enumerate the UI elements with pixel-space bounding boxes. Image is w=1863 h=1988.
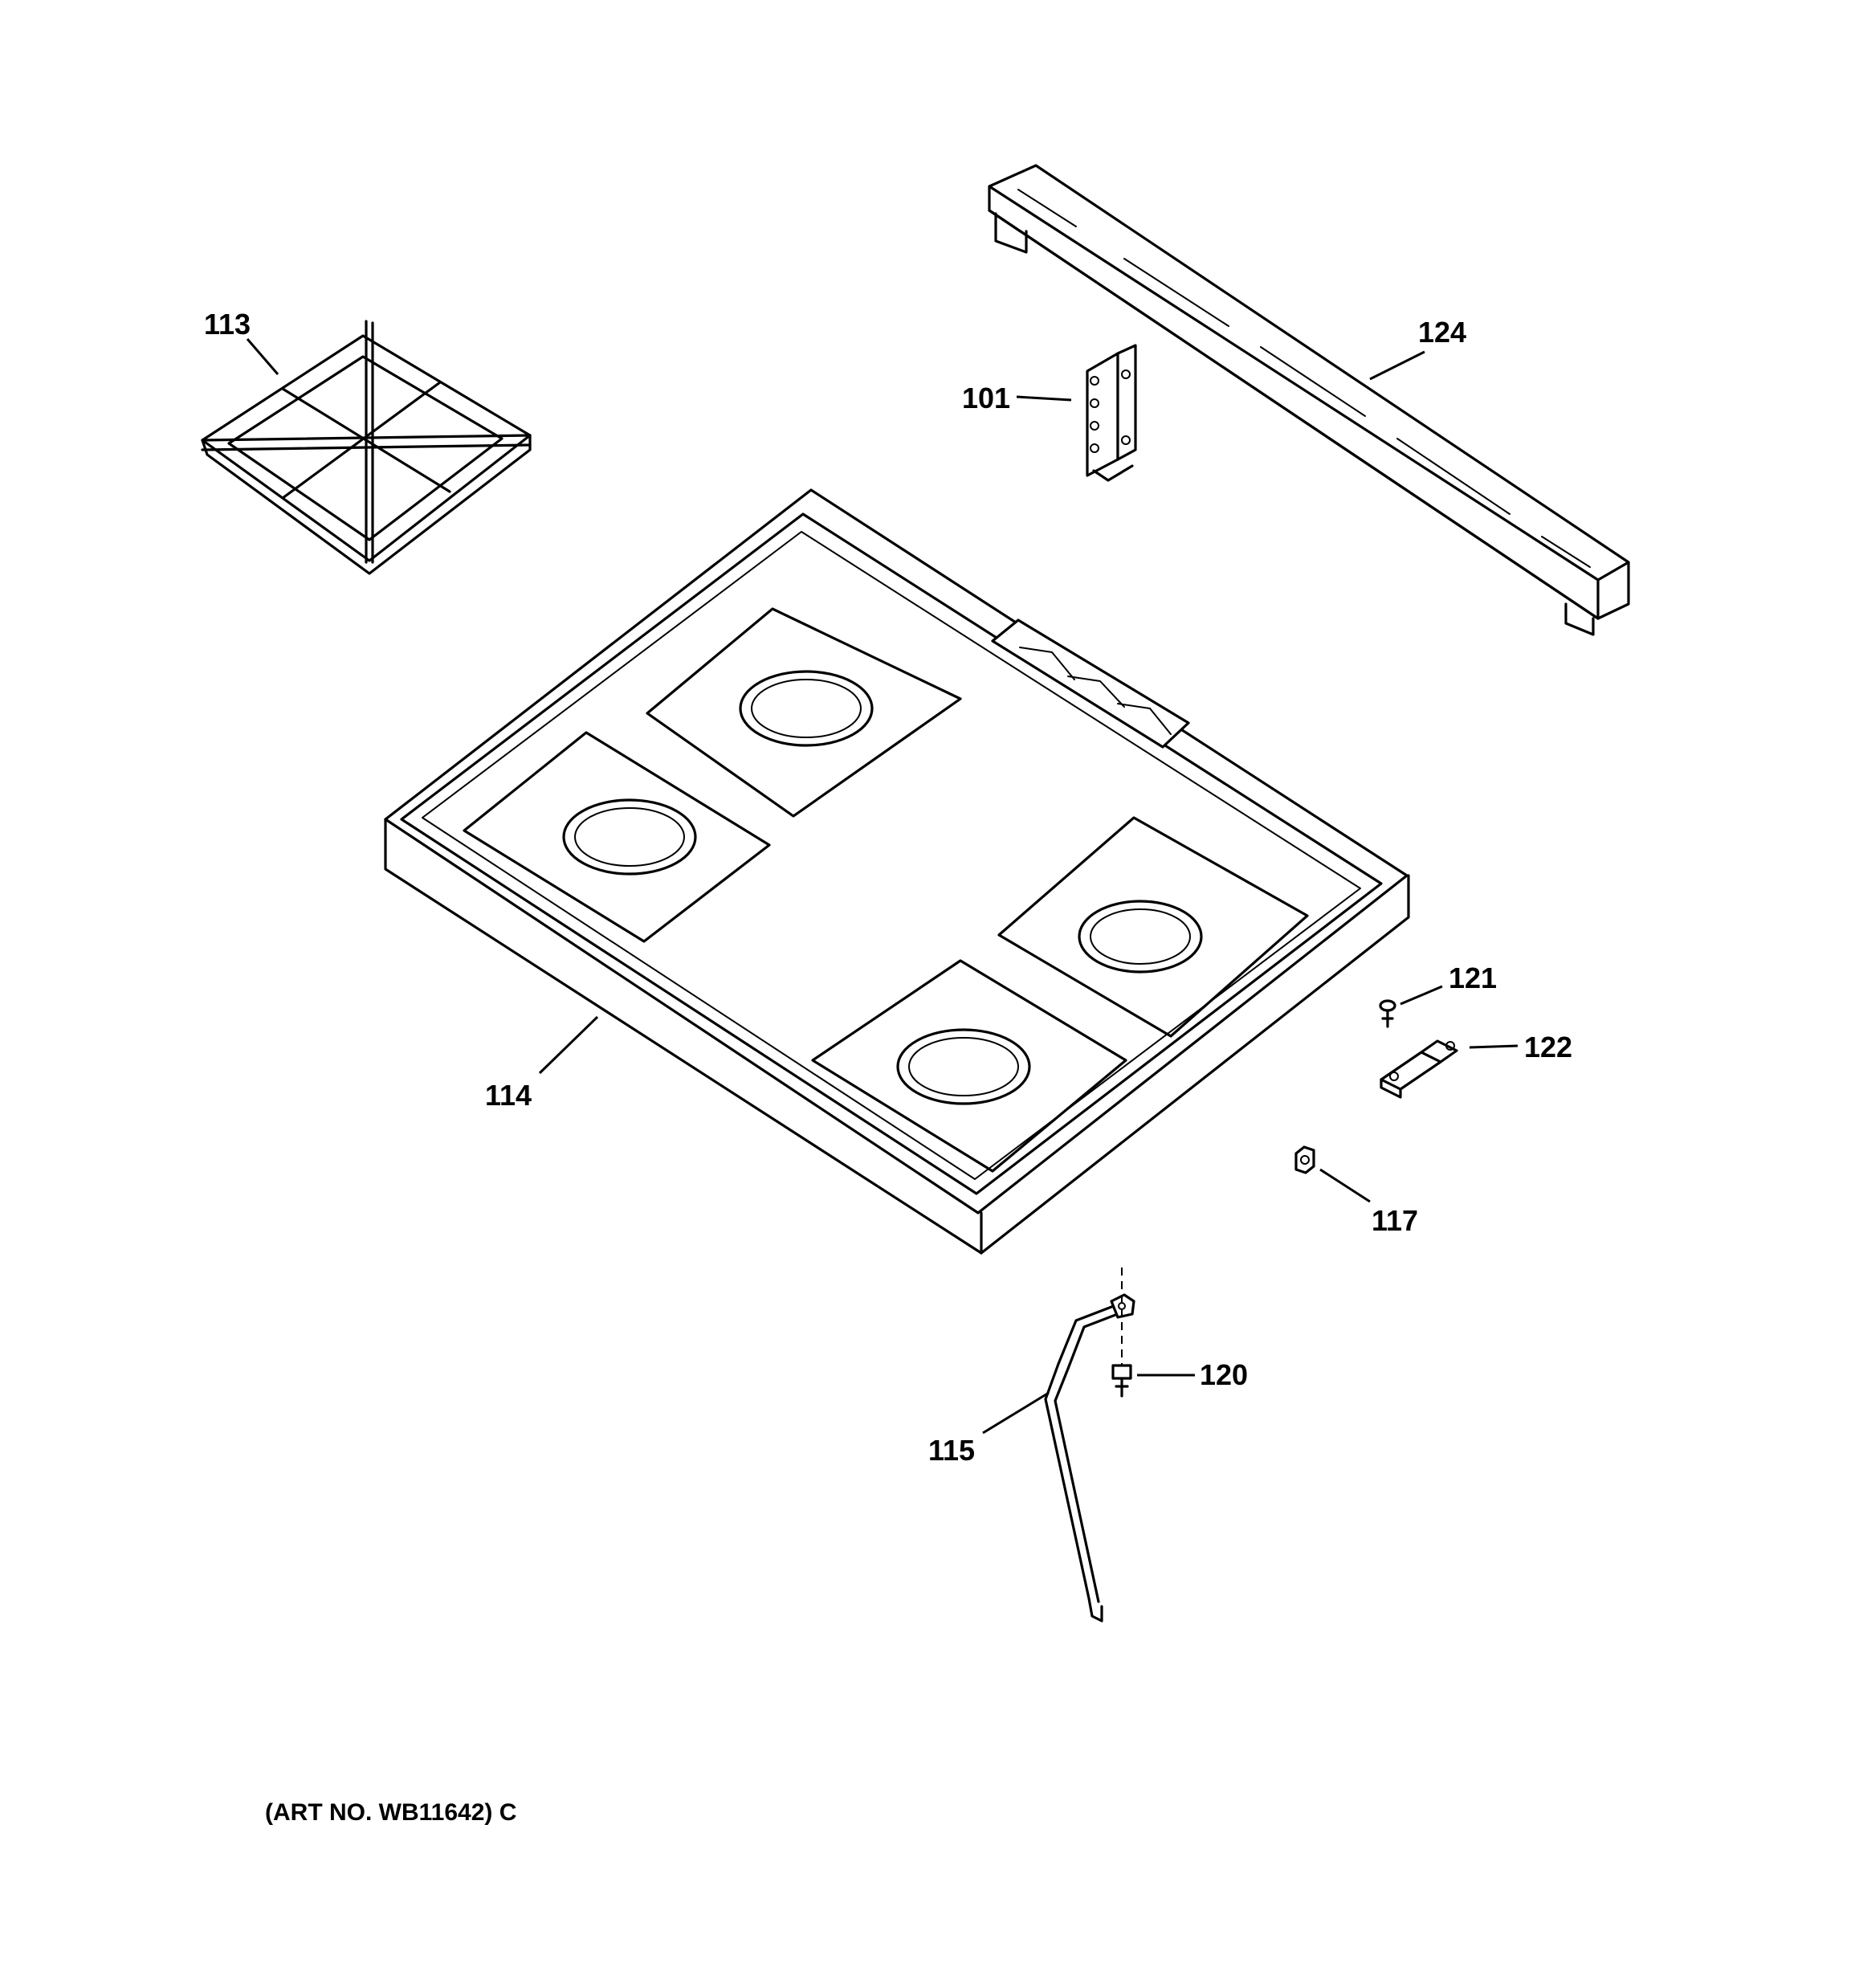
leader-101 — [1016, 395, 1072, 402]
callout-114: 114 — [485, 1079, 532, 1112]
art-number: (ART NO. WB11642) C — [265, 1799, 516, 1826]
burner-grate-part — [201, 320, 532, 575]
callout-122: 122 — [1524, 1031, 1572, 1063]
callout-120: 120 — [1200, 1358, 1248, 1391]
rod-screw-part — [1111, 1364, 1132, 1398]
leader-121 — [1400, 985, 1443, 1006]
leader-115 — [982, 1391, 1050, 1435]
callout-101: 101 — [962, 382, 1010, 414]
callout-121: 121 — [1449, 961, 1497, 994]
screw-part — [1379, 999, 1396, 1028]
leader-122 — [1469, 1044, 1519, 1049]
leader-113 — [246, 338, 279, 375]
clip-part — [1380, 1039, 1458, 1099]
callout-113: 113 — [204, 308, 251, 341]
leader-114 — [538, 1015, 599, 1075]
callout-115: 115 — [928, 1434, 975, 1467]
rod-part — [1044, 1268, 1135, 1623]
callout-117: 117 — [1372, 1204, 1418, 1237]
cooktop-part — [384, 488, 1410, 1255]
bracket-part — [1086, 344, 1137, 482]
leader-117 — [1319, 1168, 1371, 1203]
back-trim-part — [988, 164, 1630, 636]
callout-124: 124 — [1418, 316, 1466, 349]
leader-124 — [1369, 350, 1425, 381]
nut-part — [1294, 1145, 1315, 1174]
